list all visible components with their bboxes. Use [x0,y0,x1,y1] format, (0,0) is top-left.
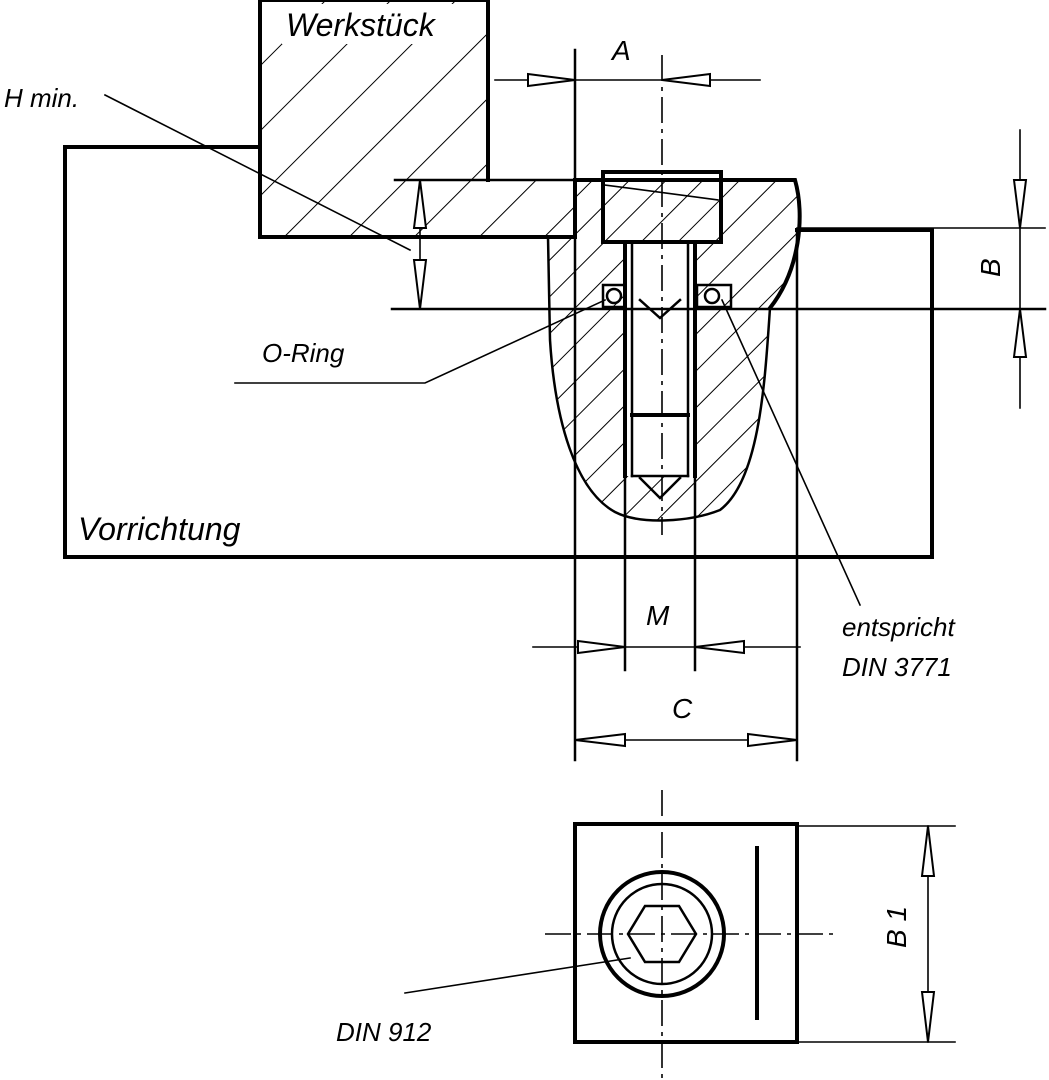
dimension-m: M [532,600,801,655]
workpiece-label: Werkstück [286,7,437,43]
fixture-body [63,145,934,559]
o-ring-label: O-Ring [262,338,345,368]
o-ring-leader: O-Ring [234,298,607,384]
dim-a-label: A [610,35,631,66]
fixture-label: Vorrichtung [78,511,241,547]
din912-label: DIN 912 [336,1017,432,1047]
screw-head-inner-circle [610,882,714,986]
dim-b-label: B [975,258,1006,277]
plan-view: DIN 912 [336,822,956,1047]
block-outline-lines [573,48,799,762]
hex-socket-icon [626,904,698,964]
dim-c-label: C [672,693,693,724]
dimension-b: B [975,129,1028,409]
socket-head-screw-section [601,170,723,500]
dimension-b1: B 1 [881,825,936,1043]
din3771-label-line2: DIN 3771 [842,652,952,682]
dimension-c: C [574,693,798,748]
o-ring-grooves [601,283,733,309]
dim-b1-label: B 1 [881,906,912,948]
din3771-label-line1: entspricht [842,612,956,642]
dimension-a: A [494,35,761,88]
dim-m-label: M [646,600,670,631]
din3771-leader: entspricht DIN 3771 [720,298,956,682]
dimension-h-min: H min. [4,83,428,310]
screw-head-outer-circle [598,870,726,998]
h-min-label: H min. [4,83,79,113]
